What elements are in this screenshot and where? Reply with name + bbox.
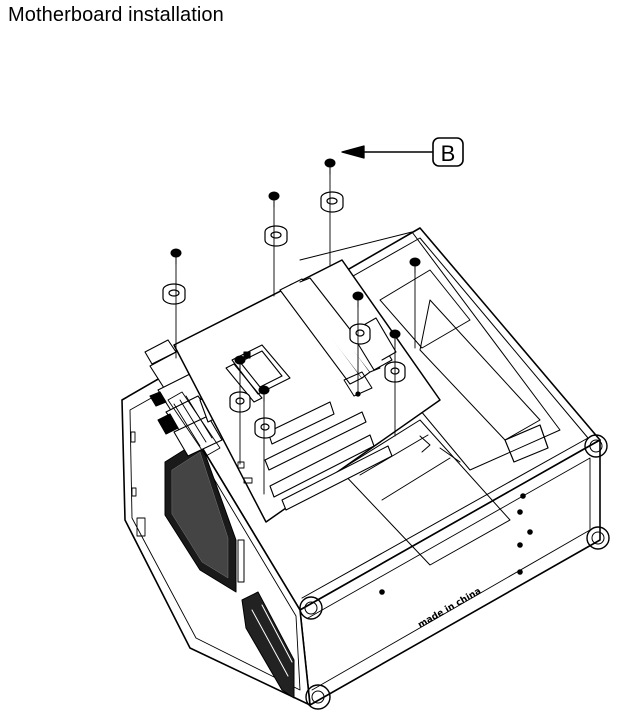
callout-arrow-head [341, 145, 365, 159]
callout-b: B [341, 137, 464, 167]
screw-icon [268, 191, 280, 208]
screw-icon [170, 248, 182, 265]
screw-icon [389, 329, 401, 346]
screw-icon [234, 355, 246, 372]
cpu-socket-icon [225, 344, 291, 403]
callout-label: B [441, 141, 456, 166]
vrm-heatsink [167, 391, 221, 457]
screw-icon [352, 291, 364, 308]
screw-icon [258, 385, 270, 402]
standoff [264, 225, 288, 247]
pcie-slots [264, 401, 393, 511]
ram-slots [279, 277, 397, 385]
case-feet [299, 434, 610, 710]
page-title: Motherboard installation [8, 4, 224, 26]
screws [170, 158, 421, 402]
motherboard [167, 259, 441, 523]
side-panel-holes [379, 493, 533, 595]
screw-icon [409, 257, 421, 274]
standoff [162, 283, 186, 305]
standoff [349, 323, 371, 345]
standoff [254, 417, 276, 439]
drive-bays [241, 591, 295, 699]
screw-icon [324, 158, 336, 175]
standoff [320, 191, 344, 213]
callout-box [432, 137, 464, 167]
alignment-guides [175, 173, 416, 495]
